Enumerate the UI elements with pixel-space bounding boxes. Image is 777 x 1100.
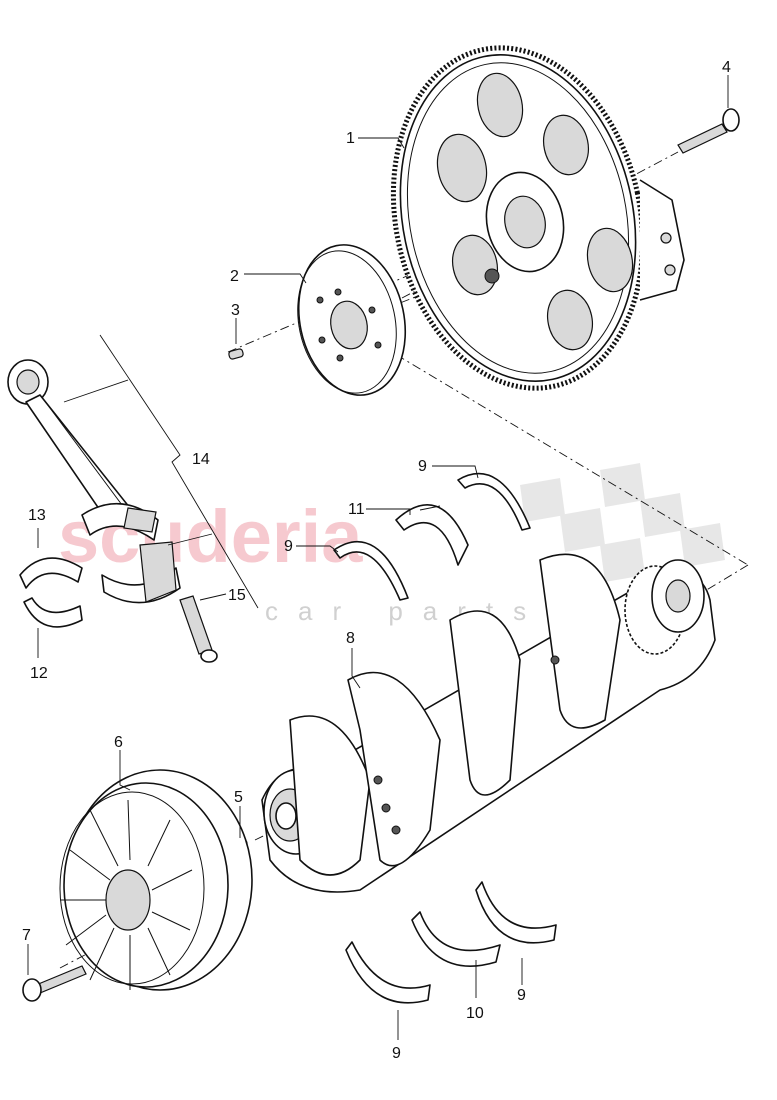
- dowel-pin: [228, 348, 244, 360]
- callout-1: 1: [346, 130, 355, 147]
- callout-9-bottom: 9: [392, 1045, 401, 1062]
- main-bearing-shell-lower: [411, 911, 501, 967]
- callout-7: 7: [22, 927, 31, 944]
- callout-6: 6: [114, 734, 123, 751]
- callout-5: 5: [234, 789, 243, 806]
- callout-9-right: 9: [517, 987, 526, 1004]
- callout-labels: 1 2 3 4 5 6 7 8 9 9 9 9 10 11 12 13 14 1…: [22, 59, 731, 1062]
- flywheel: [390, 45, 685, 391]
- thrust-washer-top: [457, 472, 531, 531]
- callout-10: 10: [466, 1005, 484, 1022]
- callout-12: 12: [30, 665, 48, 682]
- callout-3: 3: [231, 302, 240, 319]
- main-bearing-shell-upper: [395, 503, 469, 566]
- callout-9-mid: 9: [284, 538, 293, 555]
- flywheel-bolt: [677, 108, 740, 154]
- callout-11: 11: [348, 501, 365, 518]
- thrust-washer-right: [475, 881, 557, 944]
- crankshaft: [261, 553, 716, 893]
- drive-plate: [297, 244, 407, 396]
- damper-bolt: [22, 965, 87, 1002]
- callout-8: 8: [346, 630, 355, 647]
- callout-4: 4: [722, 59, 731, 76]
- watermark-sub: car parts: [265, 596, 546, 626]
- callout-14: 14: [192, 451, 210, 468]
- leader-lines: [27, 75, 729, 1040]
- connecting-rod: [7, 359, 181, 604]
- thrust-washer-mid: [333, 540, 409, 601]
- rod-bearing-shell-lower: [23, 597, 83, 628]
- vibration-damper: [59, 769, 253, 991]
- callout-9-top: 9: [418, 458, 427, 475]
- rod-bearing-shell-upper: [19, 557, 83, 589]
- callout-13: 13: [28, 507, 46, 524]
- callout-15: 15: [228, 587, 246, 604]
- thrust-washer-bottom: [345, 941, 431, 1004]
- rod-bolt: [179, 595, 218, 663]
- callout-2: 2: [230, 268, 239, 285]
